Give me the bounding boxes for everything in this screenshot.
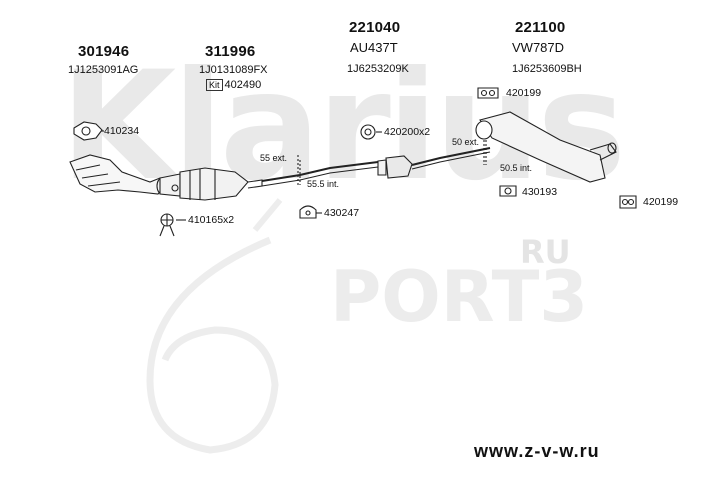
kit-badge: Kit [206,79,223,91]
rubber-mount-420200-icon [360,124,376,140]
kit-code: 402490 [224,79,262,91]
fitting-430193: 430193 [522,186,558,198]
rubber-mount-420199-right-icon [619,195,637,209]
fitting-420200: 420200x2 [384,126,431,138]
dim-55-5-int: 55.5 int. [307,179,340,189]
part-oem-301946: 1J1253091AG [68,64,139,76]
part-code-311996: 311996 [205,43,256,60]
fitting-410234: 410234 [104,125,140,137]
fitting-420199-top: 420199 [506,87,542,99]
dim-50-5-int: 50.5 int. [500,163,533,173]
rear-silencer-icon [475,111,617,183]
watermark-site-word: PORT3 [330,256,589,338]
dim-50-ext: 50 ext. [452,137,480,147]
rubber-mount-430193-icon [499,185,517,197]
footer-url: www.z-v-w.ru [474,441,600,461]
catalytic-converter-icon [159,167,263,201]
part-code-221040: 221040 [349,19,401,36]
intermediate-pipe [261,161,379,187]
kit-row: Kit 402490 [206,79,261,91]
part-oem-311996: 1J0131089FX [199,64,268,76]
centre-silencer-icon [377,147,491,179]
part-oem-221100: 1J6253609BH [512,63,582,75]
dimension-lines [297,140,487,185]
fitting-410165: 410165x2 [188,214,235,226]
manifold-icon [69,154,168,195]
fitting-430247: 430247 [324,207,360,219]
rubber-mount-420199-top-icon [477,87,499,99]
part-oem-221040: 1J6253209K [347,63,409,75]
gasket-icon [73,121,103,141]
part-code-301946: 301946 [78,43,130,60]
rubber-mount-430247-icon [299,205,317,219]
watermark-site-suffix: RU [520,233,571,271]
dim-55-ext: 55 ext. [260,153,288,163]
fitting-420199-right: 420199 [643,196,679,208]
bolt-icon [159,213,175,237]
part-alt-221100: VW787D [512,40,565,55]
part-alt-221040: AU437T [350,40,398,55]
part-code-221100: 221100 [515,19,566,36]
